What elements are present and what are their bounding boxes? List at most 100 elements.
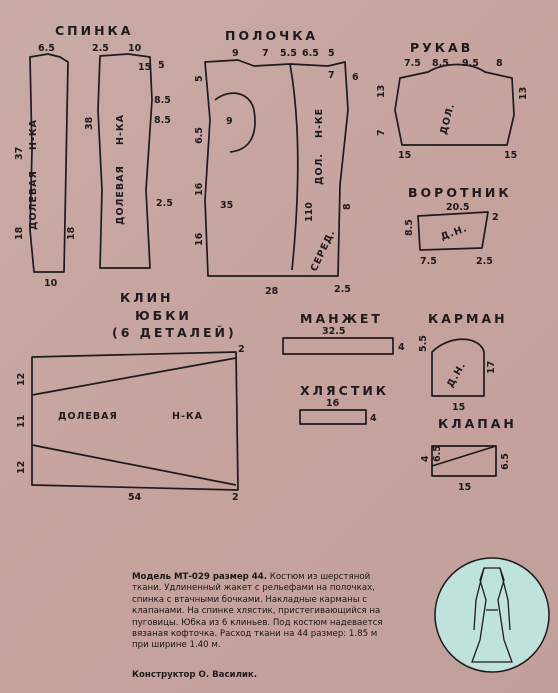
skirt-line-2 [31,444,237,486]
side-grain-short: Н-КА [115,114,126,145]
dim-front-9: 9 [232,48,239,59]
sleeve-dol: ДОЛ. [438,102,457,136]
pocket-piece [431,338,485,397]
dim-side-top-1: 2.5 [92,43,109,54]
dim-front-16b: 16 [194,232,205,246]
model-badge [434,557,550,673]
title-pocket: КАРМАН [428,311,508,326]
skirt-wedge [31,351,239,491]
dim-flap-65a: 6.5 [432,445,443,462]
dim-front-5: 5 [328,48,335,59]
title-cuff: МАНЖЕТ [300,311,383,326]
dim-front-16: 16 [194,182,205,196]
dim-sleeve-95: 9.5 [462,58,479,69]
front-dol: ДОЛ. [314,153,325,185]
dim-sleeve-75: 7.5 [404,58,421,69]
dim-back-37: 37 [14,147,25,160]
back-piece-center [29,53,69,273]
dim-side-85b: 8.5 [154,115,171,126]
dim-side-25: 2.5 [156,198,173,209]
dim-sleeve-13a: 13 [376,85,387,98]
dim-front-7b: 7 [328,70,335,81]
collar-piece [417,211,489,251]
dim-collar-75: 7.5 [420,256,437,267]
skirt-grain-short: Н-КА [172,411,203,422]
dim-pocket-17: 17 [486,361,497,374]
dim-front-left-5: 5 [194,75,205,82]
front-seam [289,63,299,271]
front-grain-short: Н-КЕ [314,108,325,138]
dim-front-9b: 9 [226,116,233,127]
dim-side-15: 15 [138,62,151,73]
collar-label: Д.Н. [439,223,469,243]
dim-front-65: 6.5 [302,48,319,59]
dim-front-55: 5.5 [280,48,297,59]
dim-side-5: 5 [158,60,165,71]
dim-front-65b: 6.5 [194,127,205,144]
dim-front-25: 2.5 [334,284,351,295]
dim-pocket-55: 5.5 [418,335,429,352]
dim-strap-4: 4 [370,413,377,424]
dim-sleeve-15a: 15 [398,150,411,161]
back-piece-side [97,53,153,269]
dim-pocket-15: 15 [452,402,465,413]
title-skirt-1: КЛИН [120,290,174,305]
strap-piece [299,409,367,425]
dim-sleeve-7: 7 [376,129,387,136]
title-strap: ХЛЯСТИК [300,383,389,398]
front-sered: СЕРЕД. [309,228,338,273]
title-front: ПОЛОЧКА [225,28,318,43]
dim-front-6: 6 [352,72,359,83]
dim-back-18b: 18 [66,226,77,240]
dim-front-110: 110 [304,202,315,222]
dim-collar-85: 8.5 [404,219,415,236]
front-piece [204,59,349,277]
back-grain-label: ДОЛЕВАЯ [28,170,39,230]
back-grain-short: Н-КА [28,119,39,150]
model-description: Модель МТ-029 размер 44. Костюм из шерст… [132,572,390,652]
dim-flap-15: 15 [458,482,471,493]
dim-flap-4: 4 [420,455,431,462]
dim-sleeve-15b: 15 [504,150,517,161]
dim-back-18: 18 [14,226,25,240]
dim-strap-16: 16 [326,398,340,409]
dim-skirt-11: 11 [16,415,27,428]
dim-skirt-top-2: 2 [238,344,245,355]
skirt-grain-label: ДОЛЕВАЯ [58,411,118,422]
dim-front-7: 7 [262,48,269,59]
dim-side-85a: 8.5 [154,95,171,106]
title-collar: ВОРОТНИК [408,185,512,200]
front-armhole [214,92,256,153]
title-skirt-3: (6 ДЕТАЛЕЙ) [112,325,237,340]
dim-cuff-325: 32.5 [322,326,345,337]
sleeve-piece [394,63,515,146]
dim-sleeve-8: 8 [496,58,503,69]
dim-skirt-12b: 12 [16,461,27,474]
side-grain-label: ДОЛЕВАЯ [115,165,126,225]
flap-diagonal [431,445,497,467]
dim-back-top: 6.5 [38,43,55,54]
model-text: Костюм из шерстяной ткани. Удлиненный жа… [132,572,383,651]
dim-front-28: 28 [265,286,279,297]
model-figure-icon [471,567,513,663]
cuff-piece [282,337,394,355]
dim-front-8: 8 [342,203,353,210]
model-heading: Модель МТ-029 размер 44. [132,572,268,582]
title-flap: КЛАПАН [438,416,517,431]
flap-piece [431,445,497,477]
dim-side-top-2: 10 [128,43,142,54]
dim-back-bottom: 10 [44,278,58,289]
dim-collar-2: 2 [492,212,499,223]
dim-side-38: 38 [84,116,95,130]
dim-flap-65b: 6.5 [500,453,511,470]
dim-front-35: 35 [220,200,233,211]
skirt-line-1 [31,357,237,396]
dim-sleeve-85: 8.5 [432,58,449,69]
dim-collar-25: 2.5 [476,256,493,267]
title-back: СПИНКА [55,23,133,38]
title-sleeve: РУКАВ [410,40,473,55]
dim-collar-205: 20.5 [446,202,469,213]
model-author: Конструктор О. Василик. [132,670,257,680]
